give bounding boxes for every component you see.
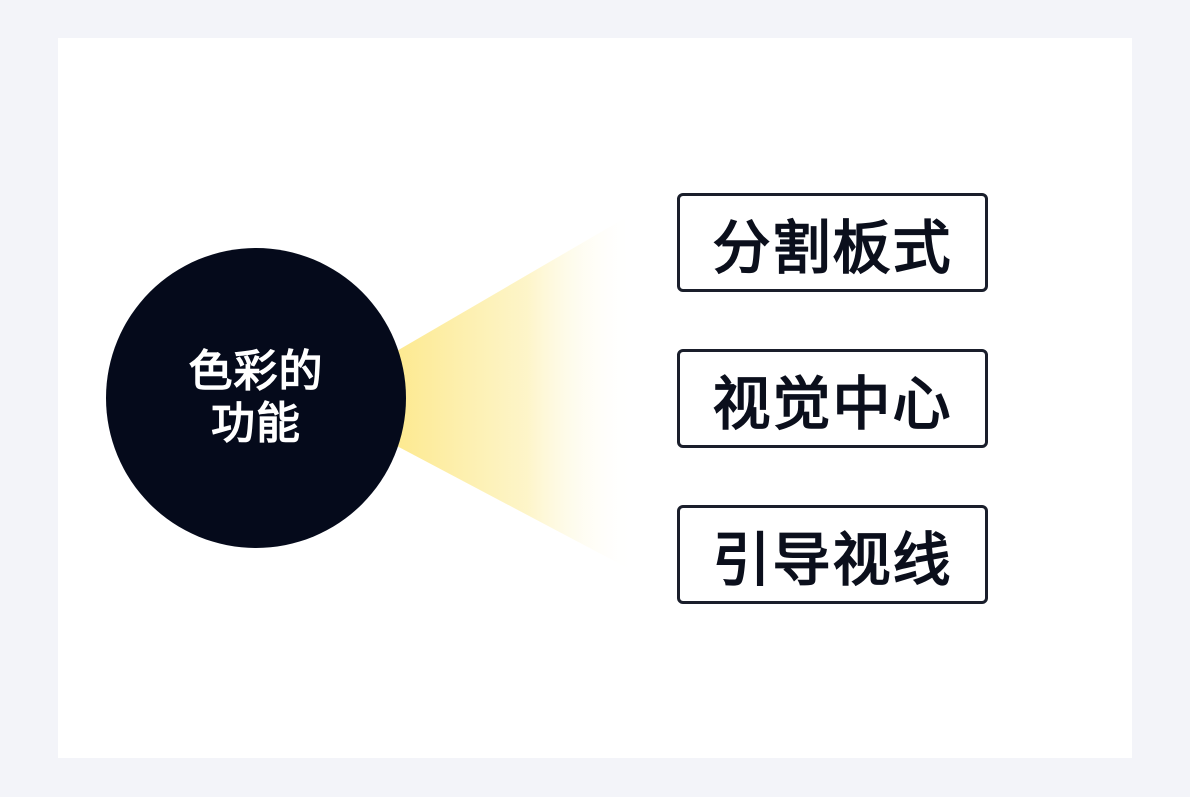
node-label: 视觉中心 [712,369,953,438]
center-topic-circle: 色彩的 功能 [106,248,406,548]
center-topic-line1: 色彩的 [188,346,324,397]
node-label: 引导视线 [712,525,953,594]
node-visual-center: 视觉中心 [677,349,988,448]
node-label: 分割板式 [712,213,953,282]
center-topic-line2: 功能 [211,398,301,449]
node-guide-sightline: 引导视线 [677,505,988,604]
node-split-layout: 分割板式 [677,193,988,292]
